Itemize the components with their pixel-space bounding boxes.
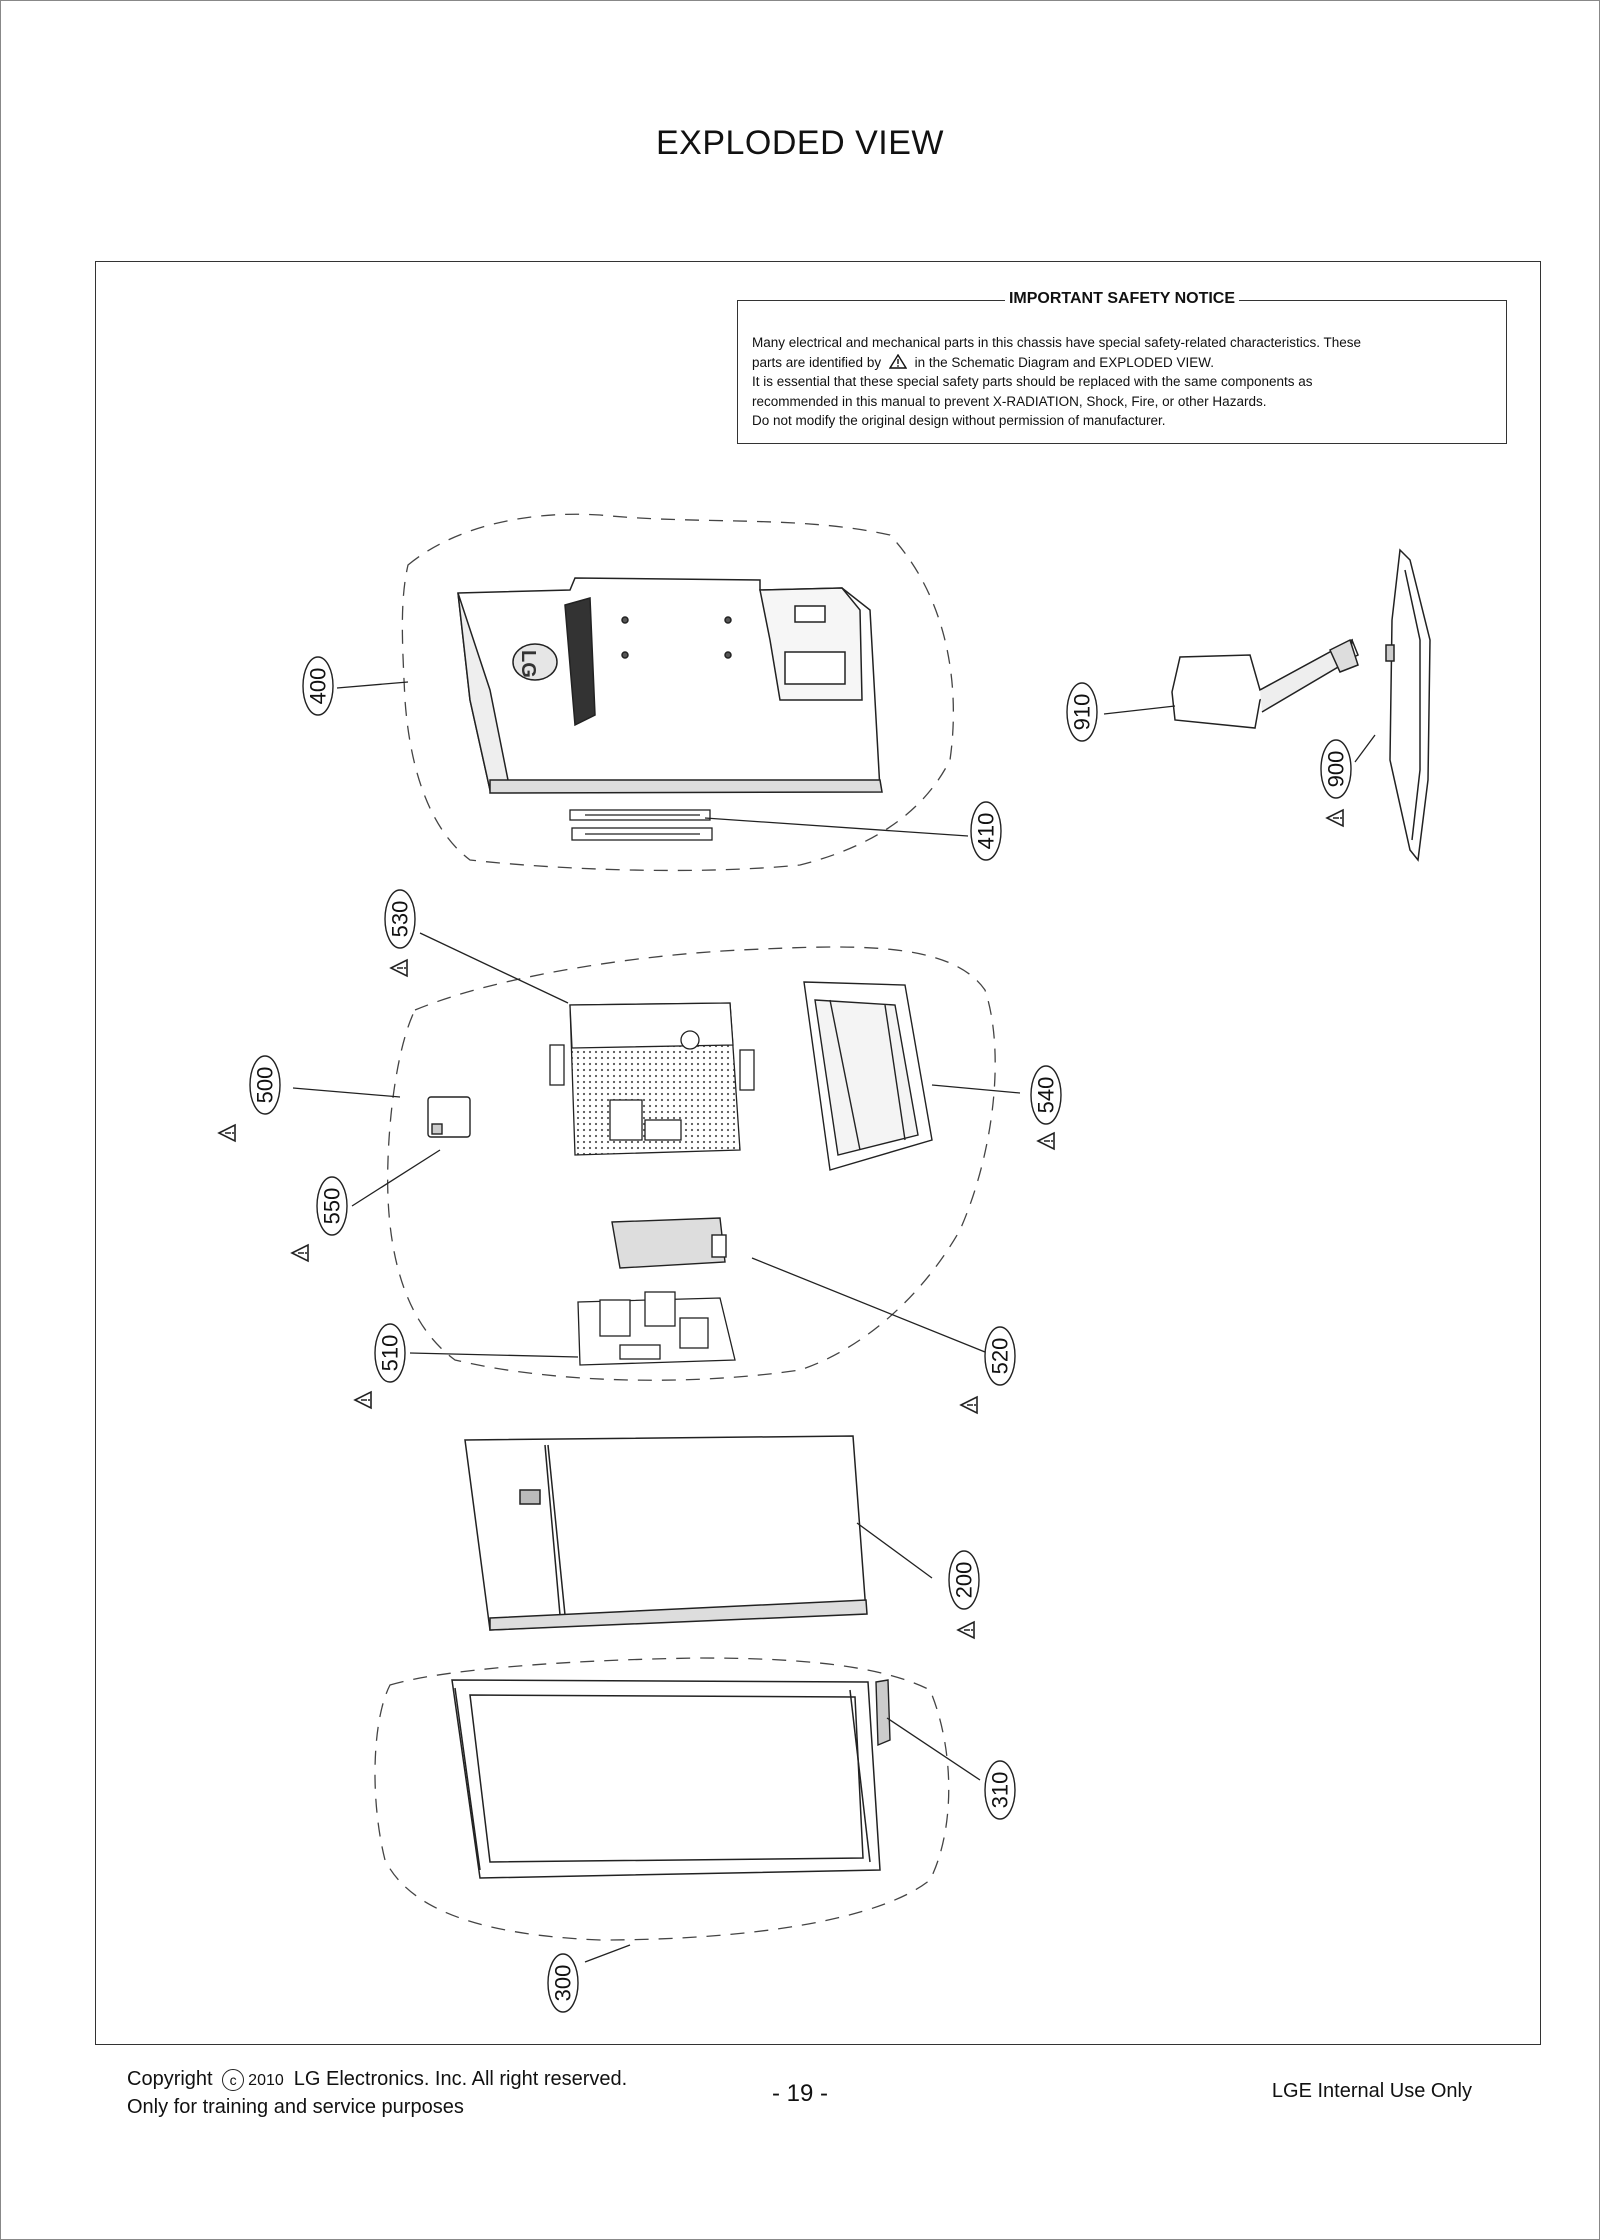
callout-910: 910 xyxy=(1066,682,1098,742)
callout-310-label: 310 xyxy=(988,1772,1013,1809)
lcd-panel-part xyxy=(464,1435,868,1631)
leader-200 xyxy=(856,1522,933,1579)
page-title: EXPLODED VIEW xyxy=(655,124,944,162)
callout-530: 530 xyxy=(384,889,416,949)
lg-logo-mark: LG xyxy=(517,650,539,678)
callout-410-label: 410 xyxy=(974,813,999,850)
leader-510 xyxy=(409,1352,579,1358)
training-purpose-text: Only for training and service purposes xyxy=(127,2096,464,2118)
callout-310: 310 xyxy=(984,1760,1016,1820)
small-cover-part xyxy=(427,1096,471,1138)
callout-510: 510 xyxy=(374,1323,406,1383)
front-bezel-part xyxy=(451,1679,881,1879)
stand-neck-part xyxy=(1171,638,1359,729)
safety-notice-box: IMPORTANT SAFETY NOTICE Many electrical … xyxy=(737,290,1507,444)
side-frame-part xyxy=(803,981,933,1171)
notice-line-2: parts are identified by in the Schematic… xyxy=(752,353,1492,373)
safety-notice-title: IMPORTANT SAFETY NOTICE xyxy=(1004,290,1240,307)
safety-mark-510-icon xyxy=(354,1391,372,1409)
cover-bracket-part xyxy=(569,809,713,841)
callout-400: 400 xyxy=(302,656,334,716)
leader-520 xyxy=(751,1257,986,1353)
safety-mark-200-icon xyxy=(957,1621,975,1639)
notice-line-3: It is essential that these special safet… xyxy=(752,374,1313,389)
callout-200: 200 xyxy=(948,1550,980,1610)
copyright-year: 2010 xyxy=(248,2072,284,2089)
leader-310 xyxy=(886,1717,981,1781)
notice-line-2-prefix: parts are identified by xyxy=(752,354,882,370)
leader-410 xyxy=(704,817,969,837)
interface-board-part xyxy=(611,1217,727,1269)
notice-line-1: Many electrical and mechanical parts in … xyxy=(752,335,1362,350)
callout-500: 500 xyxy=(249,1055,281,1115)
stand-base-part xyxy=(1385,548,1431,862)
power-button-part xyxy=(875,1679,891,1747)
safety-mark-520-icon xyxy=(960,1396,978,1414)
safety-mark-900-icon xyxy=(1326,809,1344,827)
callout-500-label: 500 xyxy=(253,1067,278,1104)
power-board-part xyxy=(549,1002,755,1156)
leader-910 xyxy=(1103,705,1176,715)
group-outline-front-bezel xyxy=(374,1657,950,1941)
notice-line-2-suffix: in the Schematic Diagram and EXPLODED VI… xyxy=(914,354,1214,370)
copyright-company: LG Electronics. Inc. All right reserved. xyxy=(293,2068,628,2090)
group-outline-back-cover xyxy=(401,513,954,872)
safety-mark-540-icon xyxy=(1037,1132,1055,1150)
callout-400-label: 400 xyxy=(306,668,331,705)
callout-540: 540 xyxy=(1030,1065,1062,1125)
notice-line-4: recommended in this manual to prevent X-… xyxy=(752,393,1267,409)
leader-550 xyxy=(351,1149,441,1207)
safety-notice-heading: IMPORTANT SAFETY NOTICE xyxy=(738,290,1506,308)
callout-910-label: 910 xyxy=(1070,694,1095,731)
diagram-frame xyxy=(95,261,1541,2045)
callout-300-label: 300 xyxy=(551,1965,576,2002)
callout-530-label: 530 xyxy=(388,901,413,938)
callout-540-label: 540 xyxy=(1034,1077,1059,1114)
leader-500 xyxy=(292,1087,401,1098)
copyright-word: Copyright xyxy=(127,2068,213,2090)
leader-900 xyxy=(1354,734,1376,763)
warning-triangle-icon xyxy=(888,353,908,369)
group-outline-boards xyxy=(387,946,996,1381)
callout-410: 410 xyxy=(970,801,1002,861)
back-cover-part xyxy=(457,577,883,794)
callout-300: 300 xyxy=(547,1953,579,2013)
safety-mark-550-icon xyxy=(291,1244,309,1262)
callout-550-label: 550 xyxy=(320,1188,345,1225)
notice-line-5: Do not modify the original design withou… xyxy=(752,413,1166,428)
callout-200-label: 200 xyxy=(952,1562,977,1599)
callout-520: 520 xyxy=(984,1326,1016,1386)
callout-900-label: 900 xyxy=(1324,751,1349,788)
safety-mark-530-icon xyxy=(390,959,408,977)
callout-510-label: 510 xyxy=(378,1335,403,1372)
page-number: - 19 - xyxy=(771,2080,828,2107)
safety-mark-500-icon xyxy=(218,1124,236,1142)
callout-550: 550 xyxy=(316,1176,348,1236)
callout-900: 900 xyxy=(1320,739,1352,799)
copyright-icon: c xyxy=(222,2068,245,2091)
safety-notice-text: Many electrical and mechanical parts in … xyxy=(752,333,1492,431)
leader-300 xyxy=(584,1944,631,1963)
internal-use-label: LGE Internal Use Only xyxy=(1271,2080,1472,2102)
main-board-part xyxy=(577,1291,736,1366)
leader-540 xyxy=(931,1084,1021,1094)
leader-400 xyxy=(336,681,409,689)
callout-520-label: 520 xyxy=(988,1338,1013,1375)
leader-530 xyxy=(419,932,569,1004)
